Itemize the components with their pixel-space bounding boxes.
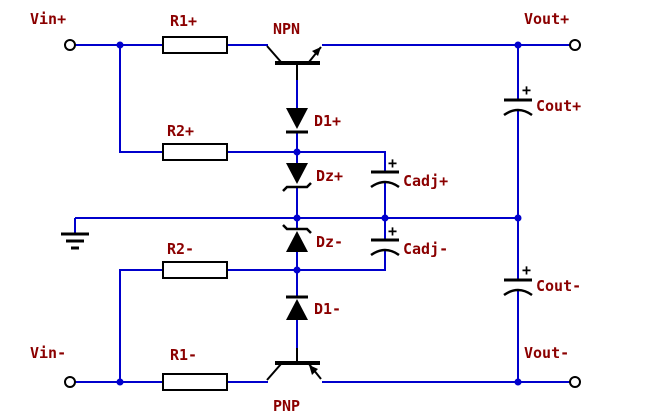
label-dz-minus: Dz- xyxy=(316,233,343,251)
terminal-vin-minus xyxy=(64,376,76,388)
capacitor-cadj-minus xyxy=(370,238,400,257)
zener-dz-plus xyxy=(282,163,312,192)
diode-d1-plus-body xyxy=(286,108,308,129)
capacitor-cadj-plus-negative-plate xyxy=(370,180,400,189)
terminal-vin-plus xyxy=(64,39,76,51)
label-d1-plus: D1+ xyxy=(314,112,341,130)
diode-d1-minus-body xyxy=(286,299,308,320)
npn-transistor xyxy=(266,45,322,80)
label-cadj-minus: Cadj- xyxy=(403,240,448,258)
terminal-vout-plus xyxy=(569,39,581,51)
diode-d1-minus xyxy=(286,295,308,320)
capacitor-cout-plus-negative-plate xyxy=(503,108,533,117)
label-r1-plus: R1+ xyxy=(170,12,197,30)
label-r2-minus: R2- xyxy=(167,240,194,258)
label-vout-minus: Vout- xyxy=(524,344,569,362)
wire-cadj-plus-top xyxy=(297,151,386,172)
labels: Vin+ R1+ NPN Vout+ D1+ R2+ Dz+ + Cadj+ +… xyxy=(30,10,581,415)
cout-minus-polarity-mark: + xyxy=(522,261,531,279)
capacitor-cadj-minus-negative-plate xyxy=(370,248,400,257)
cadj-minus-polarity-mark: + xyxy=(388,222,397,240)
label-dz-plus: Dz+ xyxy=(316,167,343,185)
junction-dot xyxy=(514,214,522,222)
junction-dot xyxy=(116,378,124,386)
pnp-collector-lead xyxy=(266,363,282,381)
label-d1-minus: D1- xyxy=(314,300,341,318)
capacitor-cout-minus xyxy=(503,278,533,297)
zener-dz-minus xyxy=(282,224,312,252)
label-r2-plus: R2+ xyxy=(167,122,194,140)
capacitor-cout-plus xyxy=(503,98,533,117)
label-npn: NPN xyxy=(273,20,300,38)
wire-r2-minus-feed xyxy=(119,269,297,382)
diode-d1-plus xyxy=(286,108,308,134)
junction-dot xyxy=(514,378,522,386)
zener-dz-plus-body xyxy=(286,163,308,184)
junction-dot xyxy=(381,214,389,222)
zener-dz-minus-body xyxy=(286,231,308,252)
junction-dot xyxy=(116,41,124,49)
resistor-r2-plus xyxy=(162,143,228,161)
capacitor-cout-minus-negative-plate xyxy=(503,288,533,297)
label-cout-minus: Cout- xyxy=(536,277,581,295)
pnp-transistor xyxy=(266,348,322,381)
npn-collector-lead xyxy=(266,45,282,63)
label-cadj-plus: Cadj+ xyxy=(403,172,448,190)
wires xyxy=(74,44,570,383)
capacitor-cadj-plus xyxy=(370,170,400,189)
junction-dot xyxy=(293,266,301,274)
zener-dz-plus-cathode-bar xyxy=(282,182,312,192)
resistor-r1-plus xyxy=(162,36,228,54)
label-vout-plus: Vout+ xyxy=(524,10,569,28)
terminal-vout-minus xyxy=(569,376,581,388)
label-cout-plus: Cout+ xyxy=(536,97,581,115)
junctions xyxy=(116,41,522,386)
label-vin-minus: Vin- xyxy=(30,344,66,362)
resistor-r2-minus xyxy=(162,261,228,279)
junction-dot xyxy=(293,214,301,222)
npn-emitter-arrow xyxy=(312,47,321,56)
label-vin-plus: Vin+ xyxy=(30,10,66,28)
ground-symbol xyxy=(61,232,89,250)
junction-dot xyxy=(293,148,301,156)
cout-plus-polarity-mark: + xyxy=(522,81,531,99)
label-pnp: PNP xyxy=(273,397,300,415)
pnp-emitter-arrow xyxy=(309,365,318,375)
wire-r2-plus-feed xyxy=(119,45,297,153)
junction-dot xyxy=(514,41,522,49)
wire-cadj-minus-bottom xyxy=(297,250,386,271)
label-r1-minus: R1- xyxy=(170,346,197,364)
resistor-r1-minus xyxy=(162,373,228,391)
zener-dz-minus-cathode-bar xyxy=(282,224,312,234)
cadj-plus-polarity-mark: + xyxy=(388,154,397,172)
